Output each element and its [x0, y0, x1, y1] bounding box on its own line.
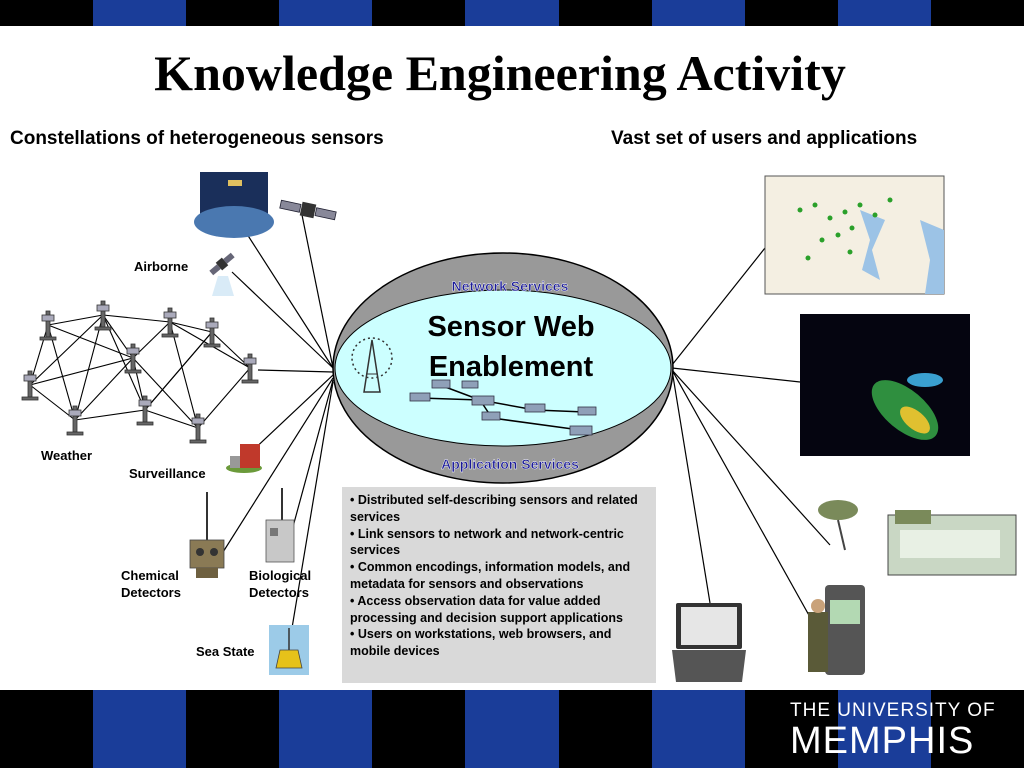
logo-line2: MEMPHIS — [790, 720, 975, 762]
logo-line1: THE UNIVERSITY OF — [790, 700, 996, 721]
hub-title-line2: Enablement — [429, 351, 594, 383]
application-services-label: Application Services — [441, 456, 579, 472]
hub-connector-lines — [217, 214, 831, 641]
soldier-radio-icon — [808, 585, 865, 675]
biological-line1: Biological — [249, 568, 312, 583]
network-devices-icon — [409, 379, 597, 436]
biological-detector-icon — [265, 488, 295, 563]
bullet-item: • Distributed self-describing sensors an… — [350, 493, 638, 524]
chemical-line2: Detectors — [121, 585, 181, 600]
chemical-detectors-label: Chemical Detectors — [121, 567, 181, 601]
chemical-detector-icon — [189, 492, 225, 578]
subtitle-sensors: Constellations of heterogeneous sensors — [10, 128, 384, 149]
hub-title-line1: Sensor Web — [427, 311, 594, 343]
university-logo: THE UNIVERSITY OF MEMPHIS — [790, 700, 996, 763]
network-services-label: Network Services — [452, 278, 569, 294]
laptop-icon — [672, 603, 746, 682]
bullet-item: • Common encodings, information models, … — [350, 560, 631, 591]
airborne-label: Airborne — [134, 259, 189, 274]
map-image — [764, 175, 945, 295]
airborne-beam — [212, 276, 234, 296]
radar-image — [800, 314, 970, 456]
footer-stripe — [0, 690, 1024, 768]
radio-tower-icon — [351, 337, 393, 393]
bullet-item: • Users on workstations, web browsers, a… — [350, 627, 612, 659]
subtitle-users: Vast set of users and applications — [611, 128, 918, 149]
diagram-canvas: Network Services Sensor Web Enablement A… — [21, 172, 1017, 682]
buoy-icon — [269, 625, 309, 675]
chemical-line1: Chemical — [121, 568, 179, 583]
bullet-item: • Link sensors to network and network-ce… — [350, 526, 624, 558]
slide-title: Knowledge Engineering Activity — [154, 45, 846, 101]
airborne-satellite-icon — [209, 252, 235, 276]
surveillance-label: Surveillance — [129, 466, 206, 481]
biological-detectors-label: Biological Detectors — [249, 567, 311, 601]
sensor-web-hub — [332, 252, 674, 484]
satellite-icon — [279, 199, 337, 221]
command-trailer-icon — [818, 500, 1017, 576]
weather-sensor-mesh — [29, 314, 251, 429]
top-stripe — [0, 0, 1024, 26]
bullet-list: • Distributed self-describing sensors an… — [342, 487, 656, 683]
weather-label: Weather — [41, 448, 93, 463]
bullet-item: • Access observation data for value adde… — [350, 593, 623, 625]
biological-line2: Detectors — [249, 585, 309, 600]
satellite-photo — [194, 172, 274, 238]
weather-station-icon — [21, 300, 259, 444]
surveillance-building-icon — [226, 444, 262, 473]
sea-state-label: Sea State — [196, 644, 255, 659]
